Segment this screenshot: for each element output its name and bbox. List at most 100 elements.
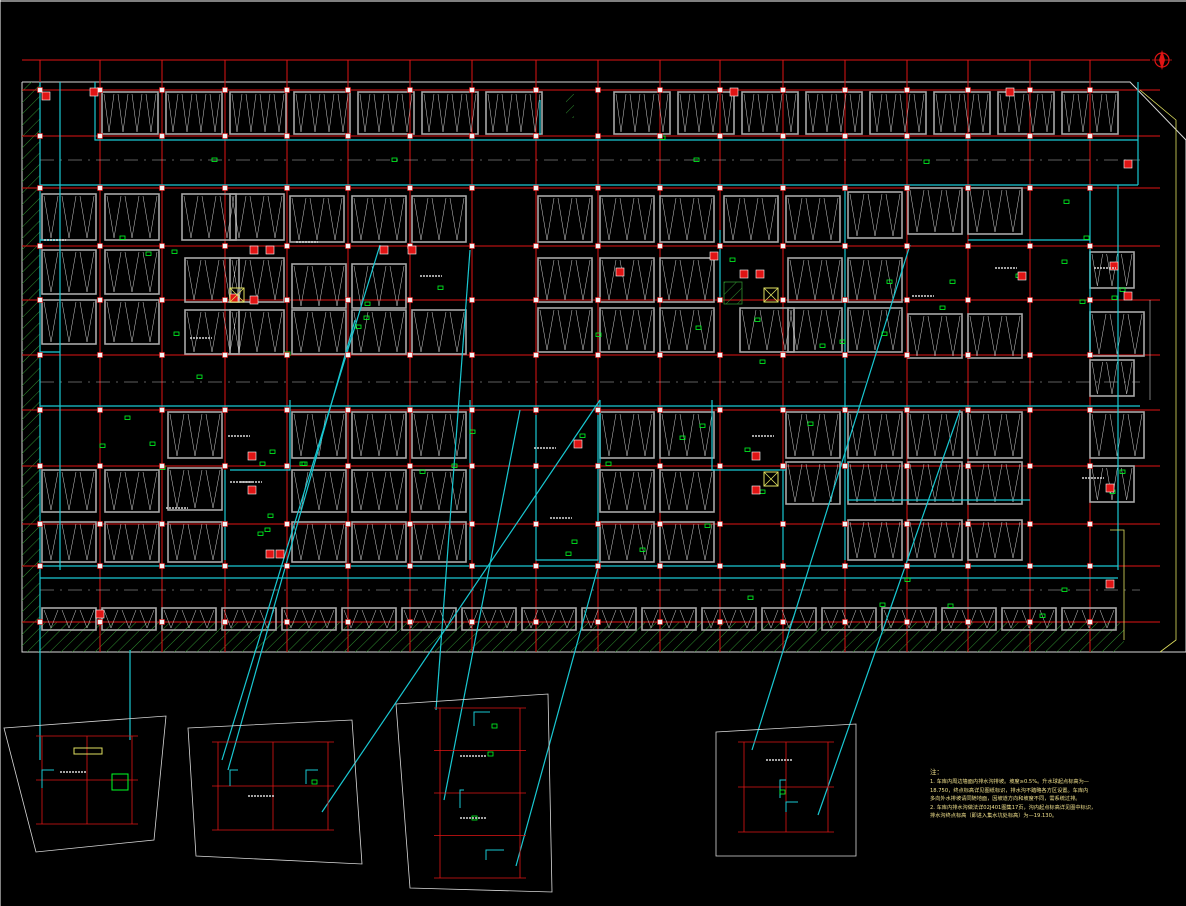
parking-bay-hatch — [787, 197, 839, 241]
parking-bay-hatch — [343, 609, 395, 629]
drain-marker — [124, 415, 131, 420]
structural-column — [904, 407, 910, 413]
structural-column — [469, 185, 475, 191]
structural-column — [533, 133, 539, 139]
parking-bay — [351, 263, 407, 309]
parking-bay-hatch — [849, 259, 901, 301]
structural-column — [717, 297, 723, 303]
structural-column — [37, 243, 43, 249]
structural-column — [904, 619, 910, 625]
structural-column — [222, 87, 228, 93]
structural-column — [1027, 563, 1033, 569]
drain-marker — [565, 551, 572, 556]
structural-column — [159, 243, 165, 249]
structural-column — [97, 352, 103, 358]
structural-column — [595, 463, 601, 469]
structural-column — [159, 619, 165, 625]
structural-column — [345, 297, 351, 303]
structural-column — [469, 463, 475, 469]
sump-icon — [379, 245, 389, 255]
drain-marker — [1039, 613, 1046, 618]
detail-label-box — [73, 747, 103, 755]
parking-bay-hatch — [849, 413, 901, 457]
parking-bay-hatch — [969, 521, 1021, 559]
parking-bay-hatch — [849, 521, 901, 559]
structural-column — [222, 352, 228, 358]
drain-marker — [605, 461, 612, 466]
drain-pipe — [535, 415, 599, 561]
structural-column — [284, 185, 290, 191]
structural-column — [965, 87, 971, 93]
drain-marker — [704, 523, 711, 528]
structural-column — [284, 297, 290, 303]
drain-marker — [355, 324, 362, 329]
structural-column — [469, 619, 475, 625]
sump-icon — [1123, 159, 1133, 169]
parking-bay — [659, 521, 715, 563]
parking-bay-hatch — [601, 471, 653, 511]
parking-bays-layer — [41, 91, 1145, 631]
structural-column — [780, 619, 786, 625]
structural-column — [469, 297, 475, 303]
parking-bay — [599, 195, 655, 243]
elevator-box — [229, 287, 245, 303]
structural-column — [657, 243, 663, 249]
drain-marker — [269, 449, 276, 454]
structural-column — [37, 297, 43, 303]
structural-column — [97, 463, 103, 469]
detail-drain-marker — [487, 751, 494, 757]
structural-column — [595, 619, 601, 625]
parking-bay-hatch — [823, 609, 875, 629]
notes-title: 注： — [930, 768, 943, 776]
structural-column — [469, 352, 475, 358]
detail-pipe-corner — [229, 769, 238, 786]
structural-column — [1027, 352, 1033, 358]
parking-bay-hatch — [1003, 609, 1055, 629]
drain-marker — [1083, 235, 1090, 240]
structural-column — [345, 87, 351, 93]
structural-column — [1087, 297, 1093, 303]
drain-pipe — [817, 409, 961, 816]
structural-column — [37, 521, 43, 527]
drain-marker — [744, 447, 751, 452]
drain-pipe — [94, 82, 1138, 141]
note-line-2: 18.750，终点标高详见图纸标识，排水沟不踏略各方区设置。车库内 — [930, 787, 1089, 794]
parking-bay-hatch — [601, 197, 653, 241]
drain-pipe — [443, 409, 521, 801]
structural-column — [159, 563, 165, 569]
sump-icon — [1017, 271, 1027, 281]
drain-marker — [363, 315, 370, 320]
structural-column — [842, 133, 848, 139]
structural-column — [37, 133, 43, 139]
structural-column — [1027, 407, 1033, 413]
sump-icon — [265, 549, 275, 559]
parking-bay-hatch — [601, 259, 653, 301]
structural-column — [965, 352, 971, 358]
structural-column — [1027, 87, 1033, 93]
structural-column — [407, 407, 413, 413]
parking-bay-hatch — [661, 259, 713, 301]
parking-bay — [401, 607, 457, 631]
elevator-icon — [229, 287, 245, 303]
parking-bay-hatch — [413, 311, 465, 353]
structural-column — [595, 297, 601, 303]
sump-icon — [407, 245, 417, 255]
parking-bay — [805, 91, 863, 135]
drain-marker — [759, 489, 766, 494]
axis-grid-layer — [22, 59, 1160, 652]
parking-bay-hatch — [849, 309, 901, 351]
structural-column — [1087, 619, 1093, 625]
structural-column — [965, 619, 971, 625]
parking-bay-hatch — [293, 311, 345, 353]
drain-marker — [451, 463, 458, 468]
structural-column — [284, 352, 290, 358]
detail-pipe-corner — [305, 769, 318, 784]
parking-bay-hatch — [787, 413, 839, 457]
structural-column — [469, 133, 475, 139]
parking-bay-hatch — [601, 309, 653, 351]
structural-column — [1027, 463, 1033, 469]
structural-column — [159, 407, 165, 413]
stair-block — [723, 281, 743, 305]
parking-bay — [847, 191, 903, 239]
